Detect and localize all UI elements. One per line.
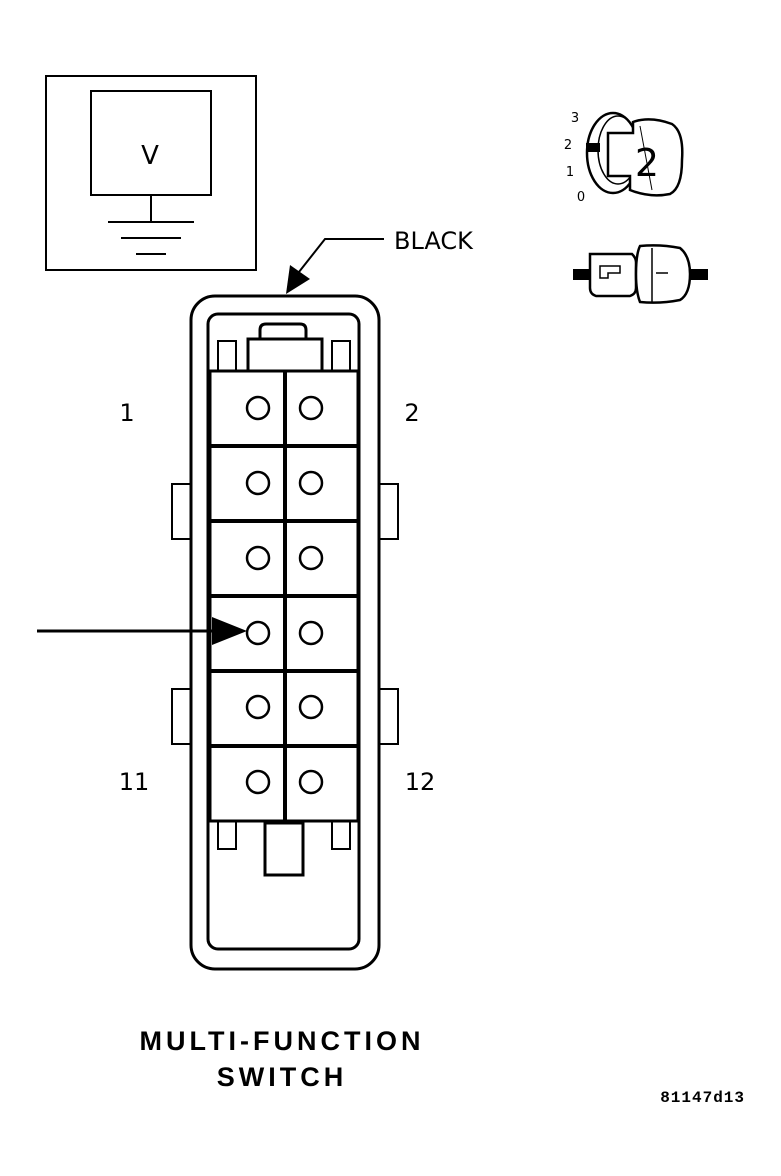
ignition-key-position: 2	[635, 141, 659, 185]
pin-grid	[208, 369, 360, 823]
pin-10	[298, 694, 324, 720]
connector-color-callout: BLACK	[286, 227, 474, 294]
pin-2	[298, 395, 324, 421]
pin-label-2: 2	[404, 399, 419, 427]
ignition-position-2: 2	[564, 138, 572, 153]
ignition-key-icon: 3 2 1 0 2	[564, 111, 684, 205]
pin-label-11: 11	[119, 768, 150, 796]
connector-title-line1: MULTI-FUNCTION	[140, 1026, 425, 1056]
pin-12	[298, 769, 324, 795]
ignition-position-0: 0	[577, 190, 585, 205]
connector-engage-icon	[573, 244, 708, 304]
connector-title-line2: SWITCH	[217, 1062, 347, 1092]
pin-label-12: 12	[405, 768, 436, 796]
pin-4	[298, 470, 324, 496]
pin-9	[245, 694, 271, 720]
connector-color-label: BLACK	[394, 227, 474, 255]
ground-symbol	[108, 195, 194, 255]
voltmeter-label: V	[141, 141, 159, 171]
pin-11	[245, 769, 271, 795]
ignition-position-3: 3	[571, 111, 579, 126]
pin-6	[298, 545, 324, 571]
figure-code: 81147d13	[660, 1089, 745, 1107]
pin-3	[245, 470, 271, 496]
pin-5	[245, 545, 271, 571]
pin-label-1: 1	[119, 399, 134, 427]
voltmeter: V	[45, 75, 257, 271]
pin-8	[298, 620, 324, 646]
pin-1	[245, 395, 271, 421]
probe-arrow	[37, 617, 247, 645]
pin-7	[245, 620, 271, 646]
ignition-position-1: 1	[566, 165, 574, 180]
